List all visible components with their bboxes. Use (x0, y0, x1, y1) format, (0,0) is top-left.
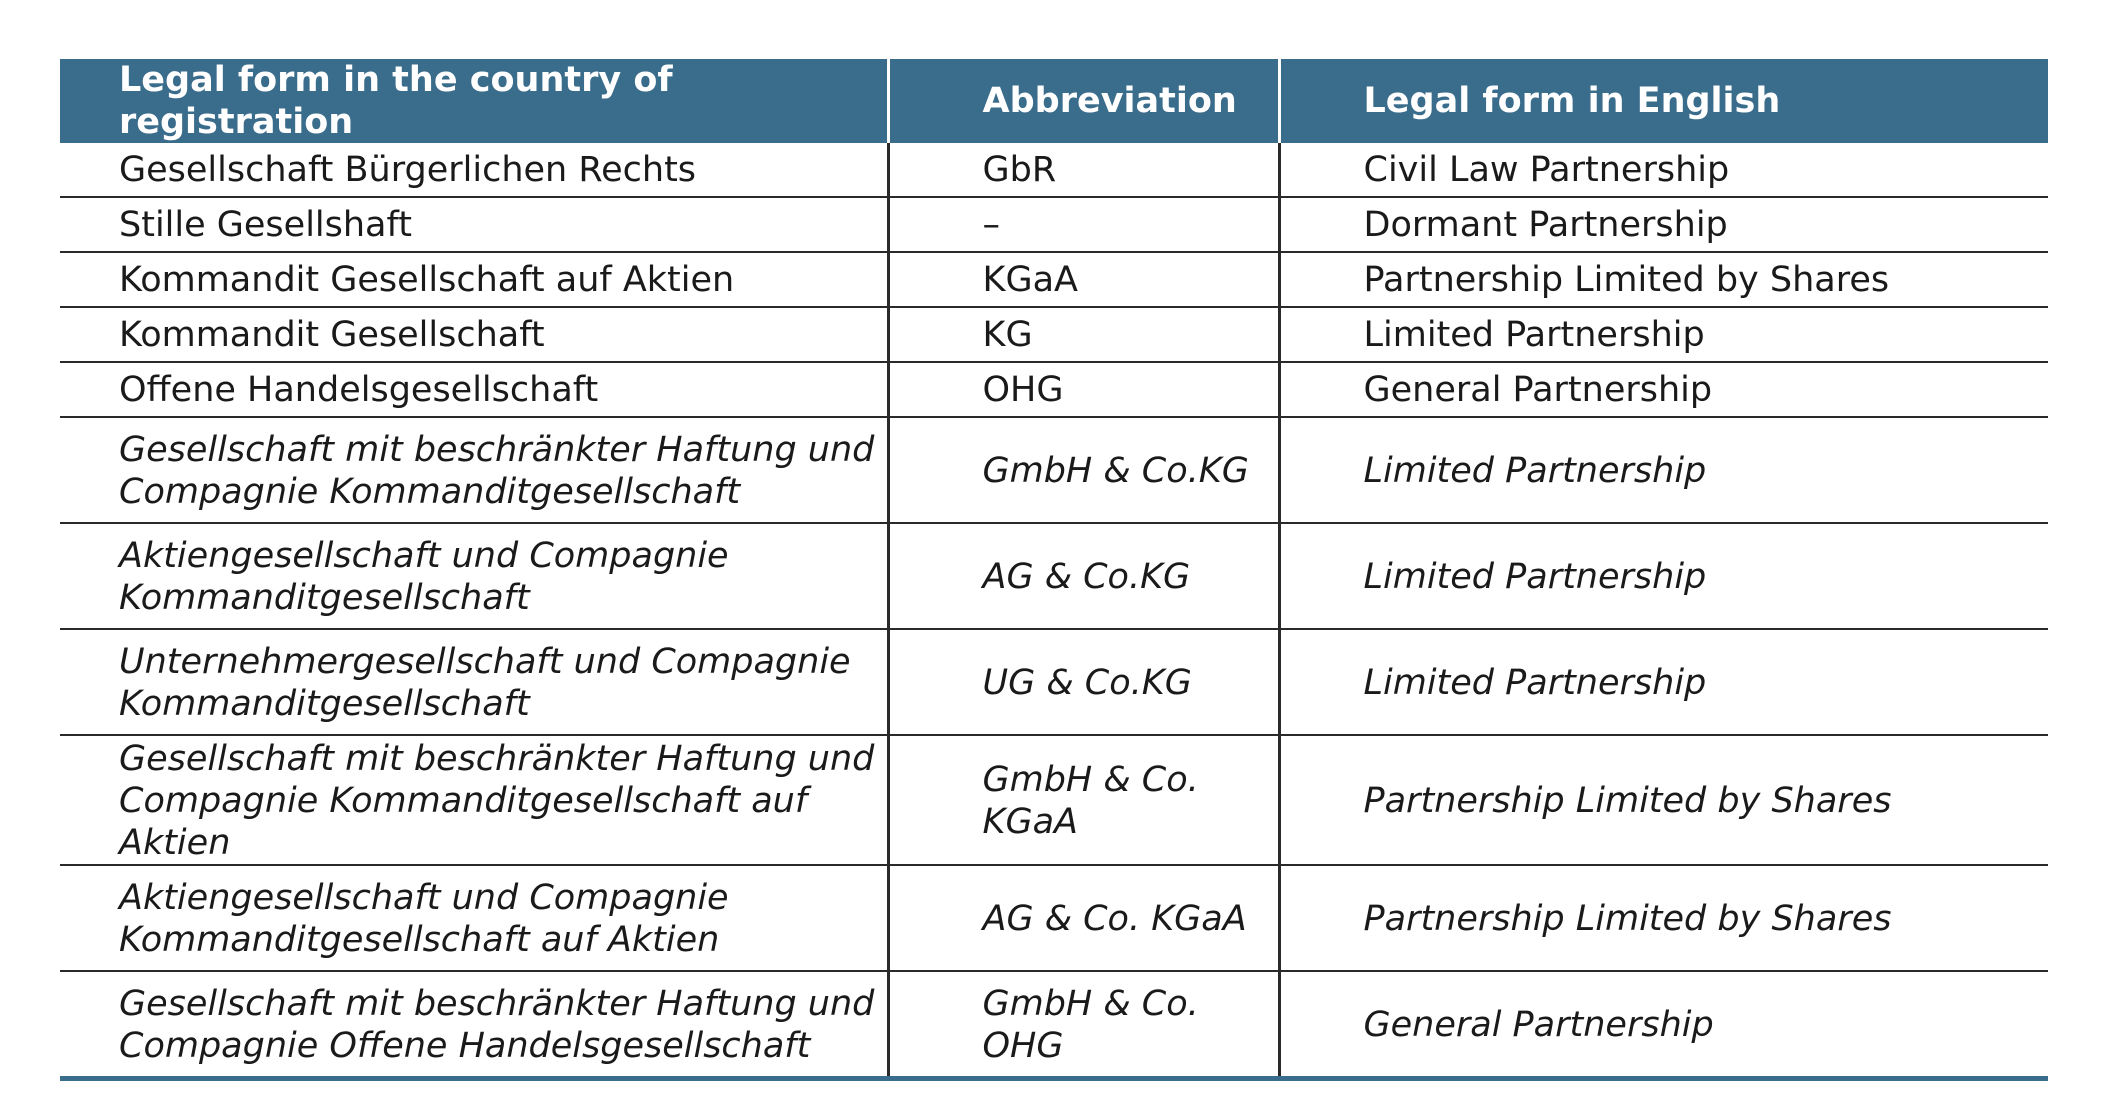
header-legal-form-english: Legal form in English (1277, 59, 2048, 143)
cell-english: Limited Partnership (1277, 629, 2048, 736)
english-text: General Partnership (1363, 1005, 1714, 1045)
cell-abbreviation: KGaA (886, 252, 1279, 308)
cell-legal-form: Gesellschaft mit beschränkter Haftung un… (60, 417, 888, 524)
cell-abbreviation: KG (886, 307, 1279, 363)
abbreviation-text: – (982, 204, 1001, 245)
table-row: Gesellschaft mit beschränkter Haftung un… (60, 735, 2048, 866)
cell-english: Partnership Limited by Shares (1277, 252, 2048, 308)
abbreviation-text: GmbH & Co.KG (982, 451, 1249, 491)
legal-form-text: Unternehmergesellschaft und Compagnie Ko… (119, 642, 851, 724)
table-row: Stille Gesellshaft – Dormant Partnership (60, 197, 2048, 253)
legal-form-text: Gesellschaft mit beschränkter Haftung un… (119, 430, 875, 512)
abbreviation-text: AG & Co. KGaA (982, 899, 1247, 939)
cell-english: Limited Partnership (1277, 307, 2048, 363)
abbreviation-text: AG & Co.KG (982, 557, 1191, 597)
header-legal-form-english-label: Legal form in English (1363, 81, 1781, 121)
table-row: Aktiengesellschaft und Compagnie Kommand… (60, 865, 2048, 972)
legal-forms-table: Legal form in the country of registratio… (60, 59, 2048, 1081)
table-row: Gesellschaft mit beschränkter Haftung un… (60, 971, 2048, 1081)
cell-abbreviation: UG & Co.KG (886, 629, 1279, 736)
cell-legal-form: Gesellschaft mit beschränkter Haftung un… (60, 971, 888, 1081)
header-abbreviation-label: Abbreviation (982, 81, 1237, 121)
cell-legal-form: Aktiengesellschaft und Compagnie Kommand… (60, 523, 888, 630)
cell-english: Limited Partnership (1277, 417, 2048, 524)
cell-english: General Partnership (1277, 362, 2048, 418)
header-legal-form: Legal form in the country of registratio… (60, 59, 888, 143)
table-header-row: Legal form in the country of registratio… (60, 59, 2048, 143)
cell-abbreviation: GmbH & Co. KGaA (886, 735, 1279, 866)
cell-abbreviation: – (886, 197, 1279, 253)
cell-abbreviation: GbR (886, 143, 1279, 198)
cell-legal-form: Kommandit Gesellschaft auf Aktien (60, 252, 888, 308)
table-row: Kommandit Gesellschaft auf Aktien KGaA P… (60, 252, 2048, 308)
cell-english: Partnership Limited by Shares (1277, 865, 2048, 972)
english-text: Limited Partnership (1363, 314, 1705, 355)
legal-form-text: Stille Gesellshaft (119, 204, 412, 245)
header-abbreviation: Abbreviation (886, 59, 1279, 143)
english-text: Dormant Partnership (1363, 204, 1728, 245)
cell-english: Partnership Limited by Shares (1277, 735, 2048, 866)
cell-legal-form: Gesellschaft Bürgerlichen Rechts (60, 143, 888, 198)
abbreviation-text: KG (982, 314, 1033, 355)
english-text: Civil Law Partnership (1363, 149, 1730, 190)
table-row: Aktiengesellschaft und Compagnie Kommand… (60, 523, 2048, 630)
cell-english: Civil Law Partnership (1277, 143, 2048, 198)
english-text: Limited Partnership (1363, 663, 1707, 703)
english-text: General Partnership (1363, 369, 1713, 410)
english-text: Partnership Limited by Shares (1363, 781, 1892, 821)
legal-form-text: Offene Handelsgesellschaft (119, 369, 599, 410)
cell-legal-form: Aktiengesellschaft und Compagnie Kommand… (60, 865, 888, 972)
cell-legal-form: Offene Handelsgesellschaft (60, 362, 888, 418)
abbreviation-text: GbR (982, 149, 1057, 190)
cell-abbreviation: AG & Co.KG (886, 523, 1279, 630)
english-text: Partnership Limited by Shares (1363, 899, 1892, 939)
table-row: Gesellschaft mit beschränkter Haftung un… (60, 417, 2048, 524)
cell-abbreviation: GmbH & Co.KG (886, 417, 1279, 524)
abbreviation-text: GmbH & Co. KGaA (982, 760, 1199, 842)
cell-english: General Partnership (1277, 971, 2048, 1081)
legal-form-text: Kommandit Gesellschaft (119, 314, 545, 355)
legal-form-text: Aktiengesellschaft und Compagnie Kommand… (119, 878, 729, 960)
abbreviation-text: OHG (982, 369, 1064, 410)
cell-legal-form: Unternehmergesellschaft und Compagnie Ko… (60, 629, 888, 736)
cell-legal-form: Gesellschaft mit beschränkter Haftung un… (60, 735, 888, 866)
abbreviation-text: UG & Co.KG (982, 663, 1192, 703)
table-row: Offene Handelsgesellschaft OHG General P… (60, 362, 2048, 418)
table-row: Kommandit Gesellschaft KG Limited Partne… (60, 307, 2048, 363)
cell-legal-form: Kommandit Gesellschaft (60, 307, 888, 363)
cell-english: Limited Partnership (1277, 523, 2048, 630)
english-text: Limited Partnership (1363, 451, 1707, 491)
cell-abbreviation: OHG (886, 362, 1279, 418)
abbreviation-text: KGaA (982, 259, 1078, 300)
legal-form-text: Aktiengesellschaft und Compagnie Kommand… (119, 536, 729, 618)
english-text: Partnership Limited by Shares (1363, 259, 1890, 300)
cell-abbreviation: AG & Co. KGaA (886, 865, 1279, 972)
table-row: Unternehmergesellschaft und Compagnie Ko… (60, 629, 2048, 736)
abbreviation-text: GmbH & Co. OHG (982, 984, 1199, 1066)
cell-legal-form: Stille Gesellshaft (60, 197, 888, 253)
legal-form-text: Gesellschaft mit beschränkter Haftung un… (119, 984, 875, 1066)
table-row: Gesellschaft Bürgerlichen Rechts GbR Civ… (60, 143, 2048, 198)
legal-form-text: Gesellschaft mit beschränkter Haftung un… (119, 739, 875, 863)
cell-abbreviation: GmbH & Co. OHG (886, 971, 1279, 1081)
legal-form-text: Gesellschaft Bürgerlichen Rechts (119, 149, 697, 190)
english-text: Limited Partnership (1363, 557, 1707, 597)
legal-form-text: Kommandit Gesellschaft auf Aktien (119, 259, 735, 300)
header-legal-form-label: Legal form in the country of registratio… (119, 60, 673, 142)
cell-english: Dormant Partnership (1277, 197, 2048, 253)
